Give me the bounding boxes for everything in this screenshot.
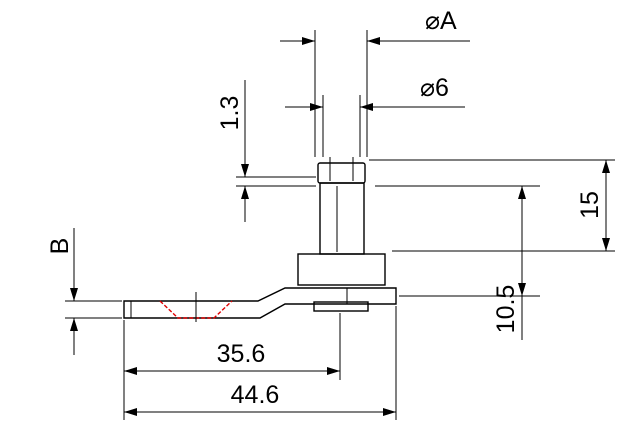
arrowhead: [602, 238, 610, 251]
dimension-label-44-6: 44.6: [231, 381, 280, 409]
arrowhead: [602, 160, 610, 173]
shaft: [319, 182, 365, 255]
dimension-dia-a: ⌀A: [280, 7, 470, 157]
dimension-label-1-3: 1.3: [216, 96, 244, 131]
bent-plate: [123, 287, 397, 319]
arrowhead: [70, 318, 78, 331]
arrowhead: [310, 103, 323, 111]
dimension-1-3: 1.3: [216, 80, 316, 222]
arrowhead: [360, 103, 373, 111]
arrowhead: [327, 367, 340, 375]
arrowhead: [367, 37, 380, 45]
dimension-35-6: 35.6: [123, 313, 341, 420]
arrowhead: [124, 367, 137, 375]
arrowhead: [302, 37, 315, 45]
dimension-label-10-5: 10.5: [492, 285, 520, 334]
dimension-label-dia-6: ⌀6: [420, 74, 449, 102]
dimension-44-6: 44.6: [124, 306, 397, 420]
dimension-b: B: [46, 228, 122, 355]
arrowhead: [70, 288, 78, 301]
dimension-label-dia-a: ⌀A: [425, 7, 457, 35]
arrowhead: [124, 408, 137, 416]
dimension-dia-6: ⌀6: [285, 74, 465, 157]
bottom-boss: [313, 301, 369, 312]
flange: [297, 253, 386, 286]
dimension-10-5: 10.5: [375, 185, 540, 340]
dimension-label-35-6: 35.6: [217, 340, 266, 368]
arrowhead: [383, 408, 396, 416]
dimension-15: 15: [369, 159, 615, 252]
arrowhead: [241, 164, 249, 177]
arrowhead: [241, 186, 249, 199]
dimension-label-15: 15: [576, 191, 604, 219]
dimension-label-b: B: [46, 238, 74, 255]
part-outline: [123, 157, 397, 322]
pin-groove-head: [317, 162, 366, 184]
arrowhead: [518, 283, 526, 296]
arrowhead: [518, 186, 526, 199]
